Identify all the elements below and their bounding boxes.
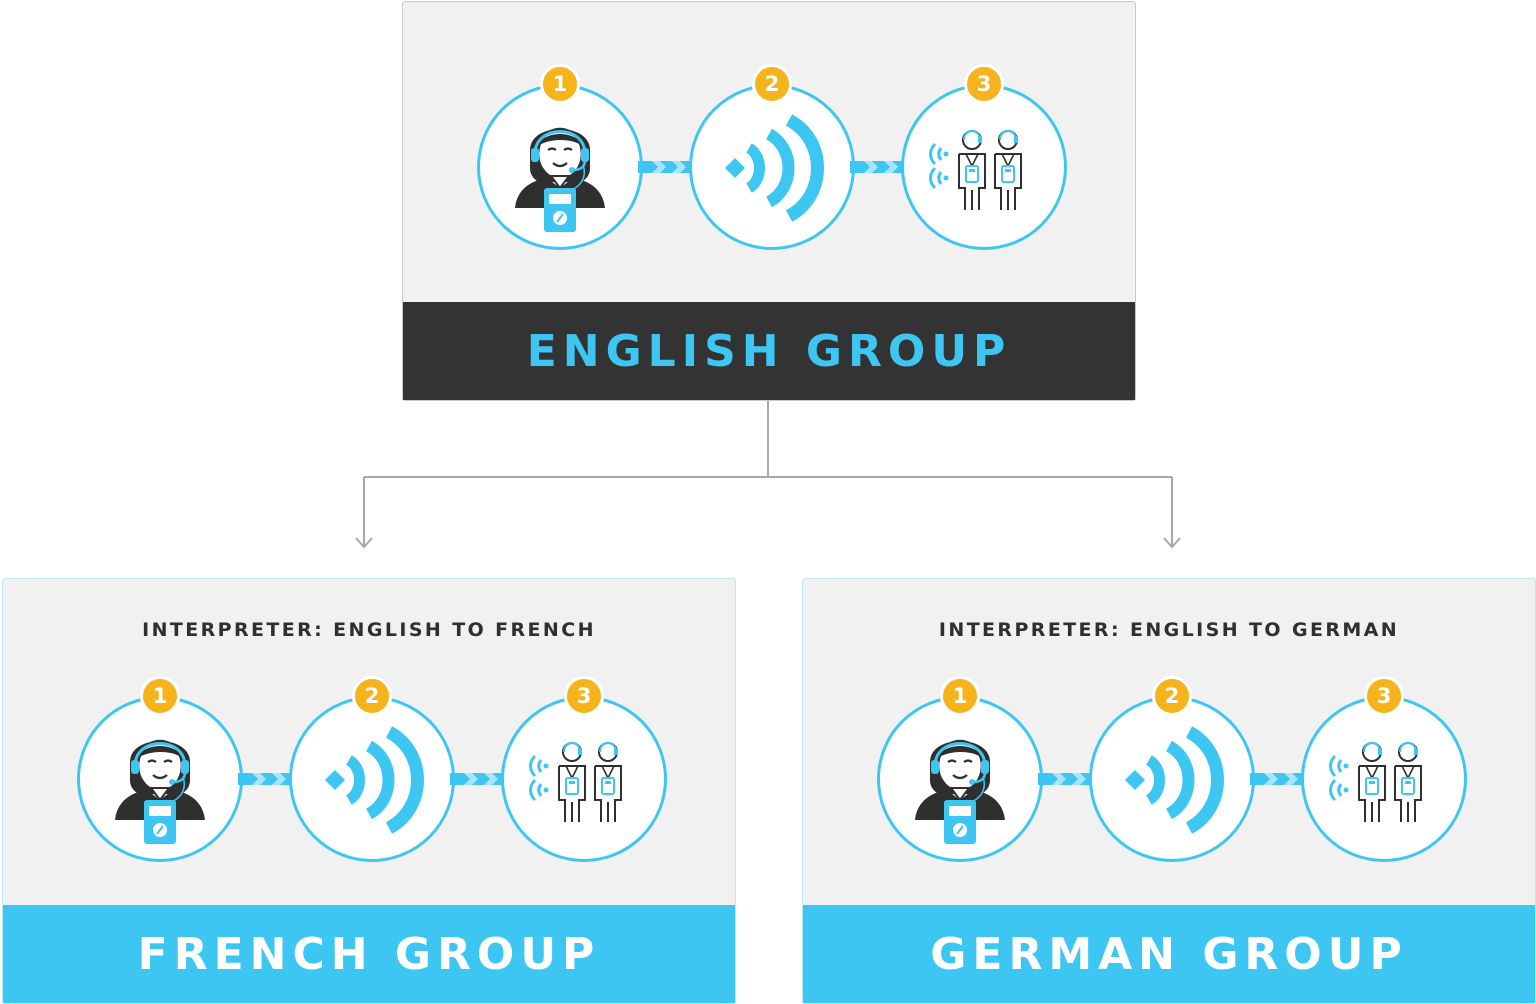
english-step-2: 2 bbox=[689, 64, 855, 250]
listeners-with-receivers-icon bbox=[1301, 696, 1467, 862]
english-step-1: 1 bbox=[477, 64, 643, 250]
step-number-badge: 1 bbox=[140, 676, 180, 716]
step-number-badge: 2 bbox=[352, 676, 392, 716]
french-group-panel: INTERPRETER: ENGLISH TO FRENCH 1 2 3 FRE… bbox=[2, 578, 736, 1004]
german-step-1: 1 bbox=[877, 676, 1043, 862]
arrow-connector-icon bbox=[1250, 769, 1302, 789]
listeners-with-receivers-icon bbox=[901, 84, 1067, 250]
english-step-3: 3 bbox=[901, 64, 1067, 250]
step-number-badge: 3 bbox=[564, 676, 604, 716]
german-group-panel: INTERPRETER: ENGLISH TO GERMAN 1 2 3 GER… bbox=[802, 578, 1536, 1004]
german-step-2: 2 bbox=[1089, 676, 1255, 862]
interpreter-with-headset-icon bbox=[77, 696, 243, 862]
english-group-title: ENGLISH GROUP bbox=[403, 302, 1135, 400]
french-interpreter-subtitle: INTERPRETER: ENGLISH TO FRENCH bbox=[142, 619, 596, 641]
step-ring bbox=[1089, 696, 1255, 862]
english-group-panel: 1 2 3 ENGLISH GROUP bbox=[402, 1, 1136, 401]
step-number-badge: 2 bbox=[1152, 676, 1192, 716]
listeners-with-receivers-icon bbox=[501, 696, 667, 862]
guide-with-headset-icon bbox=[477, 84, 643, 250]
step-number-badge: 1 bbox=[940, 676, 980, 716]
interpreter-with-headset-icon bbox=[877, 696, 1043, 862]
step-number-badge: 1 bbox=[540, 64, 580, 104]
wireless-signal-icon bbox=[289, 696, 455, 862]
step-number-badge: 3 bbox=[1364, 676, 1404, 716]
step-number-badge: 3 bbox=[964, 64, 1004, 104]
arrow-connector-icon bbox=[638, 157, 690, 177]
wireless-signal-icon bbox=[1089, 696, 1255, 862]
german-group-title: GERMAN GROUP bbox=[803, 905, 1535, 1003]
arrow-connector-icon bbox=[1038, 769, 1090, 789]
wireless-signal-icon bbox=[689, 84, 855, 250]
step-number-badge: 2 bbox=[752, 64, 792, 104]
french-step-2: 2 bbox=[289, 676, 455, 862]
french-step-1: 1 bbox=[77, 676, 243, 862]
arrow-connector-icon bbox=[450, 769, 502, 789]
french-step-3: 3 bbox=[501, 676, 667, 862]
arrow-connector-icon bbox=[238, 769, 290, 789]
german-step-3: 3 bbox=[1301, 676, 1467, 862]
arrow-connector-icon bbox=[850, 157, 902, 177]
french-group-title: FRENCH GROUP bbox=[3, 905, 735, 1003]
german-interpreter-subtitle: INTERPRETER: ENGLISH TO GERMAN bbox=[938, 619, 1400, 641]
